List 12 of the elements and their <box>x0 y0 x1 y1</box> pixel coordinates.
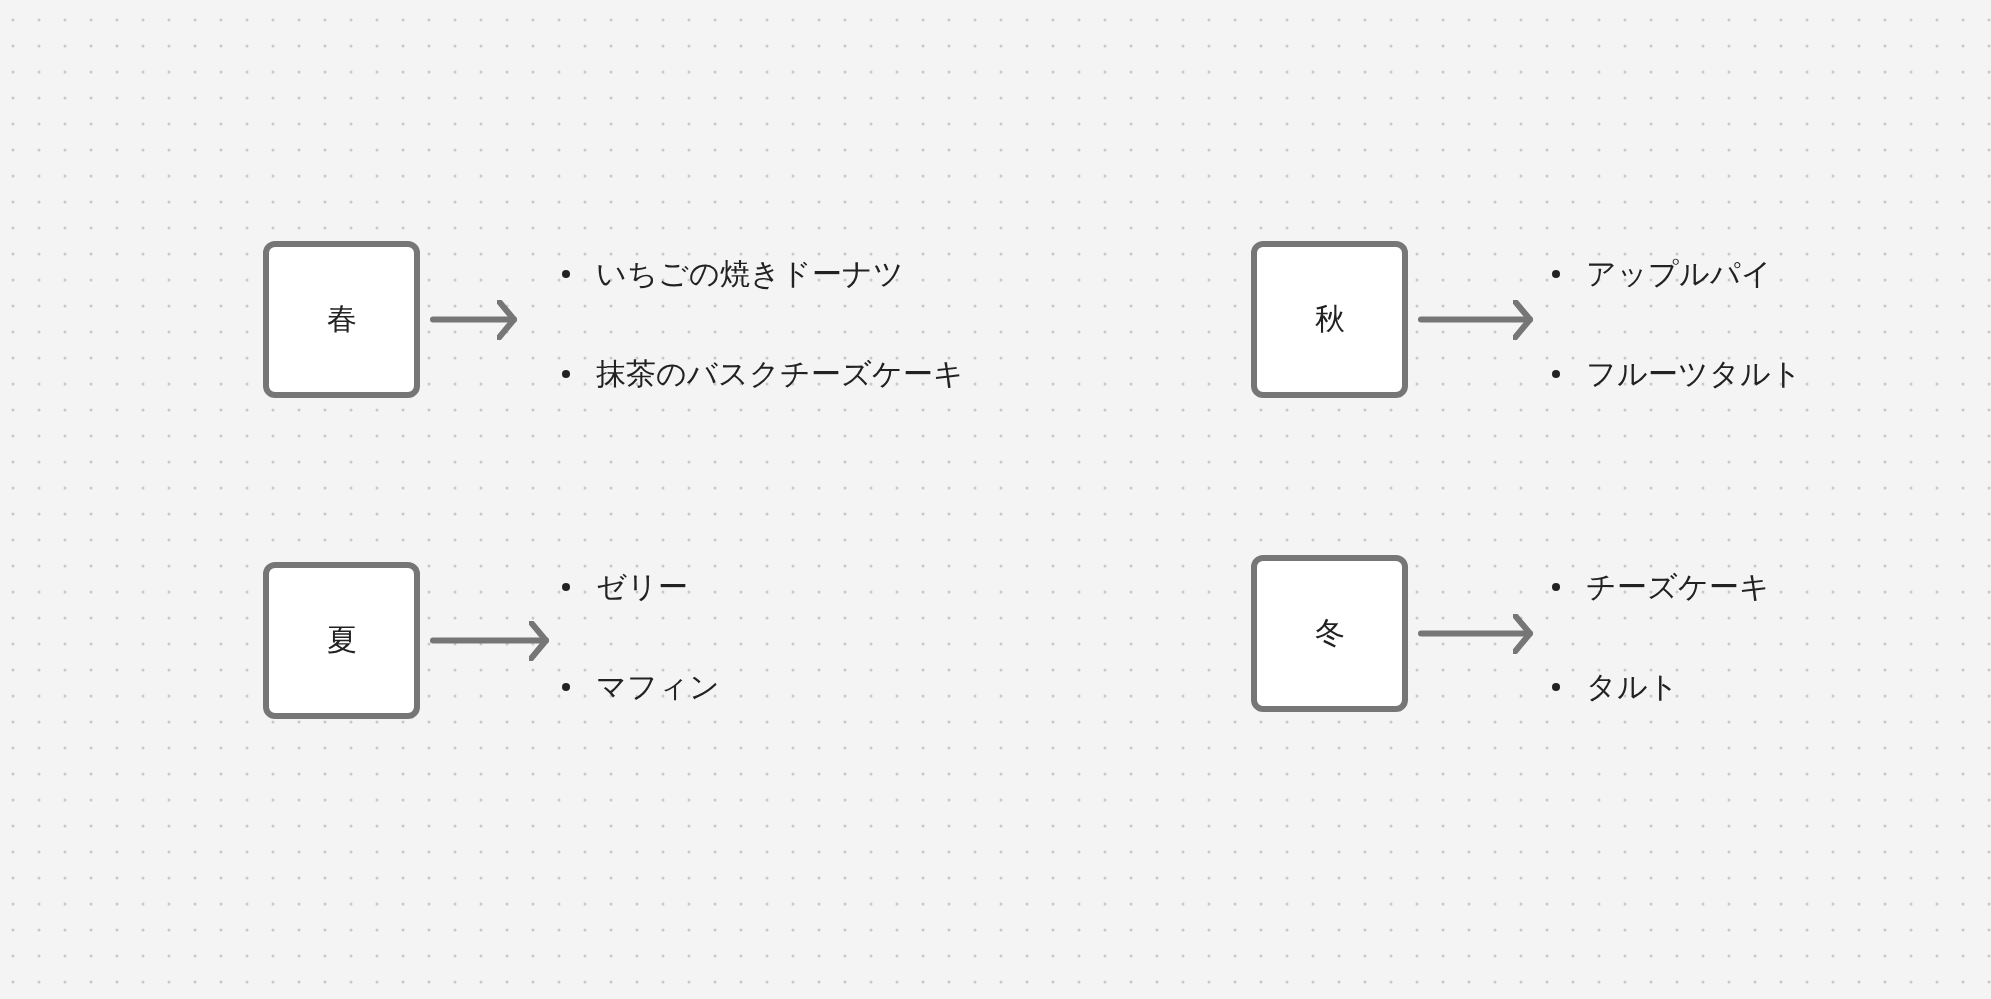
arrow <box>430 298 517 341</box>
season-box: 秋 <box>1251 241 1408 398</box>
arrow <box>430 619 549 662</box>
arrow <box>1418 612 1533 655</box>
season-box: 冬 <box>1251 555 1408 712</box>
bullet-list: ゼリー マフィン <box>546 567 720 707</box>
arrow <box>1418 298 1533 341</box>
season-box: 春 <box>263 241 420 398</box>
bullet-list: アップルパイ フルーツタルト <box>1530 254 1802 394</box>
bullet-list: いちごの焼きドーナツ 抹茶のバスクチーズケーキ <box>514 254 964 394</box>
season-box: 夏 <box>263 562 420 719</box>
bullet-list: チーズケーキ タルト <box>1530 567 1770 707</box>
